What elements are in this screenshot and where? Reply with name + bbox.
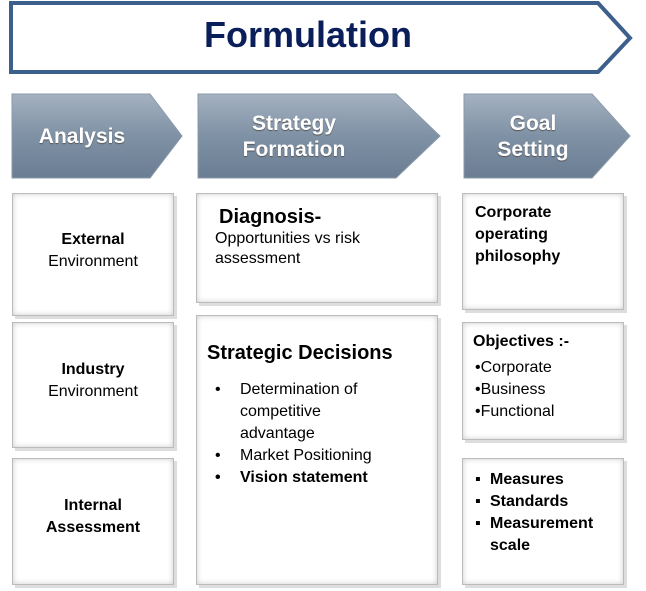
box-title: Assessment	[45, 519, 141, 536]
bullet-text: Functional	[480, 403, 555, 420]
corporate-philosophy-box: Corporate operating philosophy	[462, 193, 624, 310]
chevron-label: Goal	[509, 112, 557, 135]
bullet-item: •Functional	[475, 403, 555, 420]
bullet-text: Measurement scale	[490, 515, 594, 554]
bullet-item: •Business	[475, 381, 546, 398]
bullet-text: Determination of competitive advantage	[240, 381, 358, 442]
chevron-label: Strategy	[251, 112, 336, 135]
chevron-label: Setting	[497, 138, 569, 161]
box-text: Environment	[48, 383, 138, 400]
box-line: Corporate	[475, 204, 552, 221]
bullet-text: Measures	[490, 471, 564, 488]
box-text: Environment	[48, 253, 138, 270]
box-line: operating	[475, 226, 548, 243]
formulation-banner: Formulation	[8, 0, 634, 76]
chevron-label: Analysis	[38, 125, 126, 148]
box-heading: Diagnosis-	[219, 206, 322, 228]
box-title: Internal	[64, 497, 122, 514]
box-heading: Strategic Decisions	[207, 342, 393, 364]
bullet-item: •Determination of competitive advantage	[215, 379, 437, 445]
bullet-text: Corporate	[480, 359, 552, 376]
bullet-item: •Vision statement	[215, 467, 437, 489]
chevron-label: Formation	[242, 138, 346, 161]
bullet-text: Market Positioning	[240, 447, 372, 464]
box-title: External	[61, 231, 125, 248]
bullet-text: Business	[480, 381, 546, 398]
strategic-decisions-box: Strategic Decisions •Determination of co…	[196, 315, 438, 585]
bullet-item: ▪Measures	[475, 469, 623, 491]
box-line: philosophy	[475, 248, 561, 265]
banner-arrow-shape	[9, 1, 633, 74]
bullet-item: ▪Measurement scale	[475, 513, 623, 557]
bullet-item: •Market Positioning	[215, 445, 437, 467]
box-line: Opportunities vs risk	[215, 230, 360, 247]
bullet-text: Vision statement	[240, 469, 368, 486]
external-environment-box: External Environment	[12, 193, 174, 316]
bullet-text: Standards	[490, 493, 569, 510]
box-line: assessment	[215, 250, 301, 267]
industry-environment-box: Industry Environment	[12, 322, 174, 448]
diagnosis-box: Diagnosis- Opportunities vs risk assessme…	[196, 193, 438, 303]
bullet-item: •Corporate	[475, 359, 552, 376]
bullet-item: ▪Standards	[475, 491, 623, 513]
box-title: Industry	[61, 361, 125, 378]
measures-box: ▪Measures ▪Standards ▪Measurement scale	[462, 458, 624, 585]
objectives-box: Objectives :- •Corporate •Business •Func…	[462, 322, 624, 440]
internal-assessment-box: Internal Assessment	[12, 458, 174, 585]
chevron-analysis: Analysis	[10, 92, 184, 182]
box-heading: Objectives :-	[473, 333, 570, 350]
box-text: Opportunities vs risk assessment	[215, 229, 437, 269]
page-title: Formulation	[204, 14, 412, 55]
